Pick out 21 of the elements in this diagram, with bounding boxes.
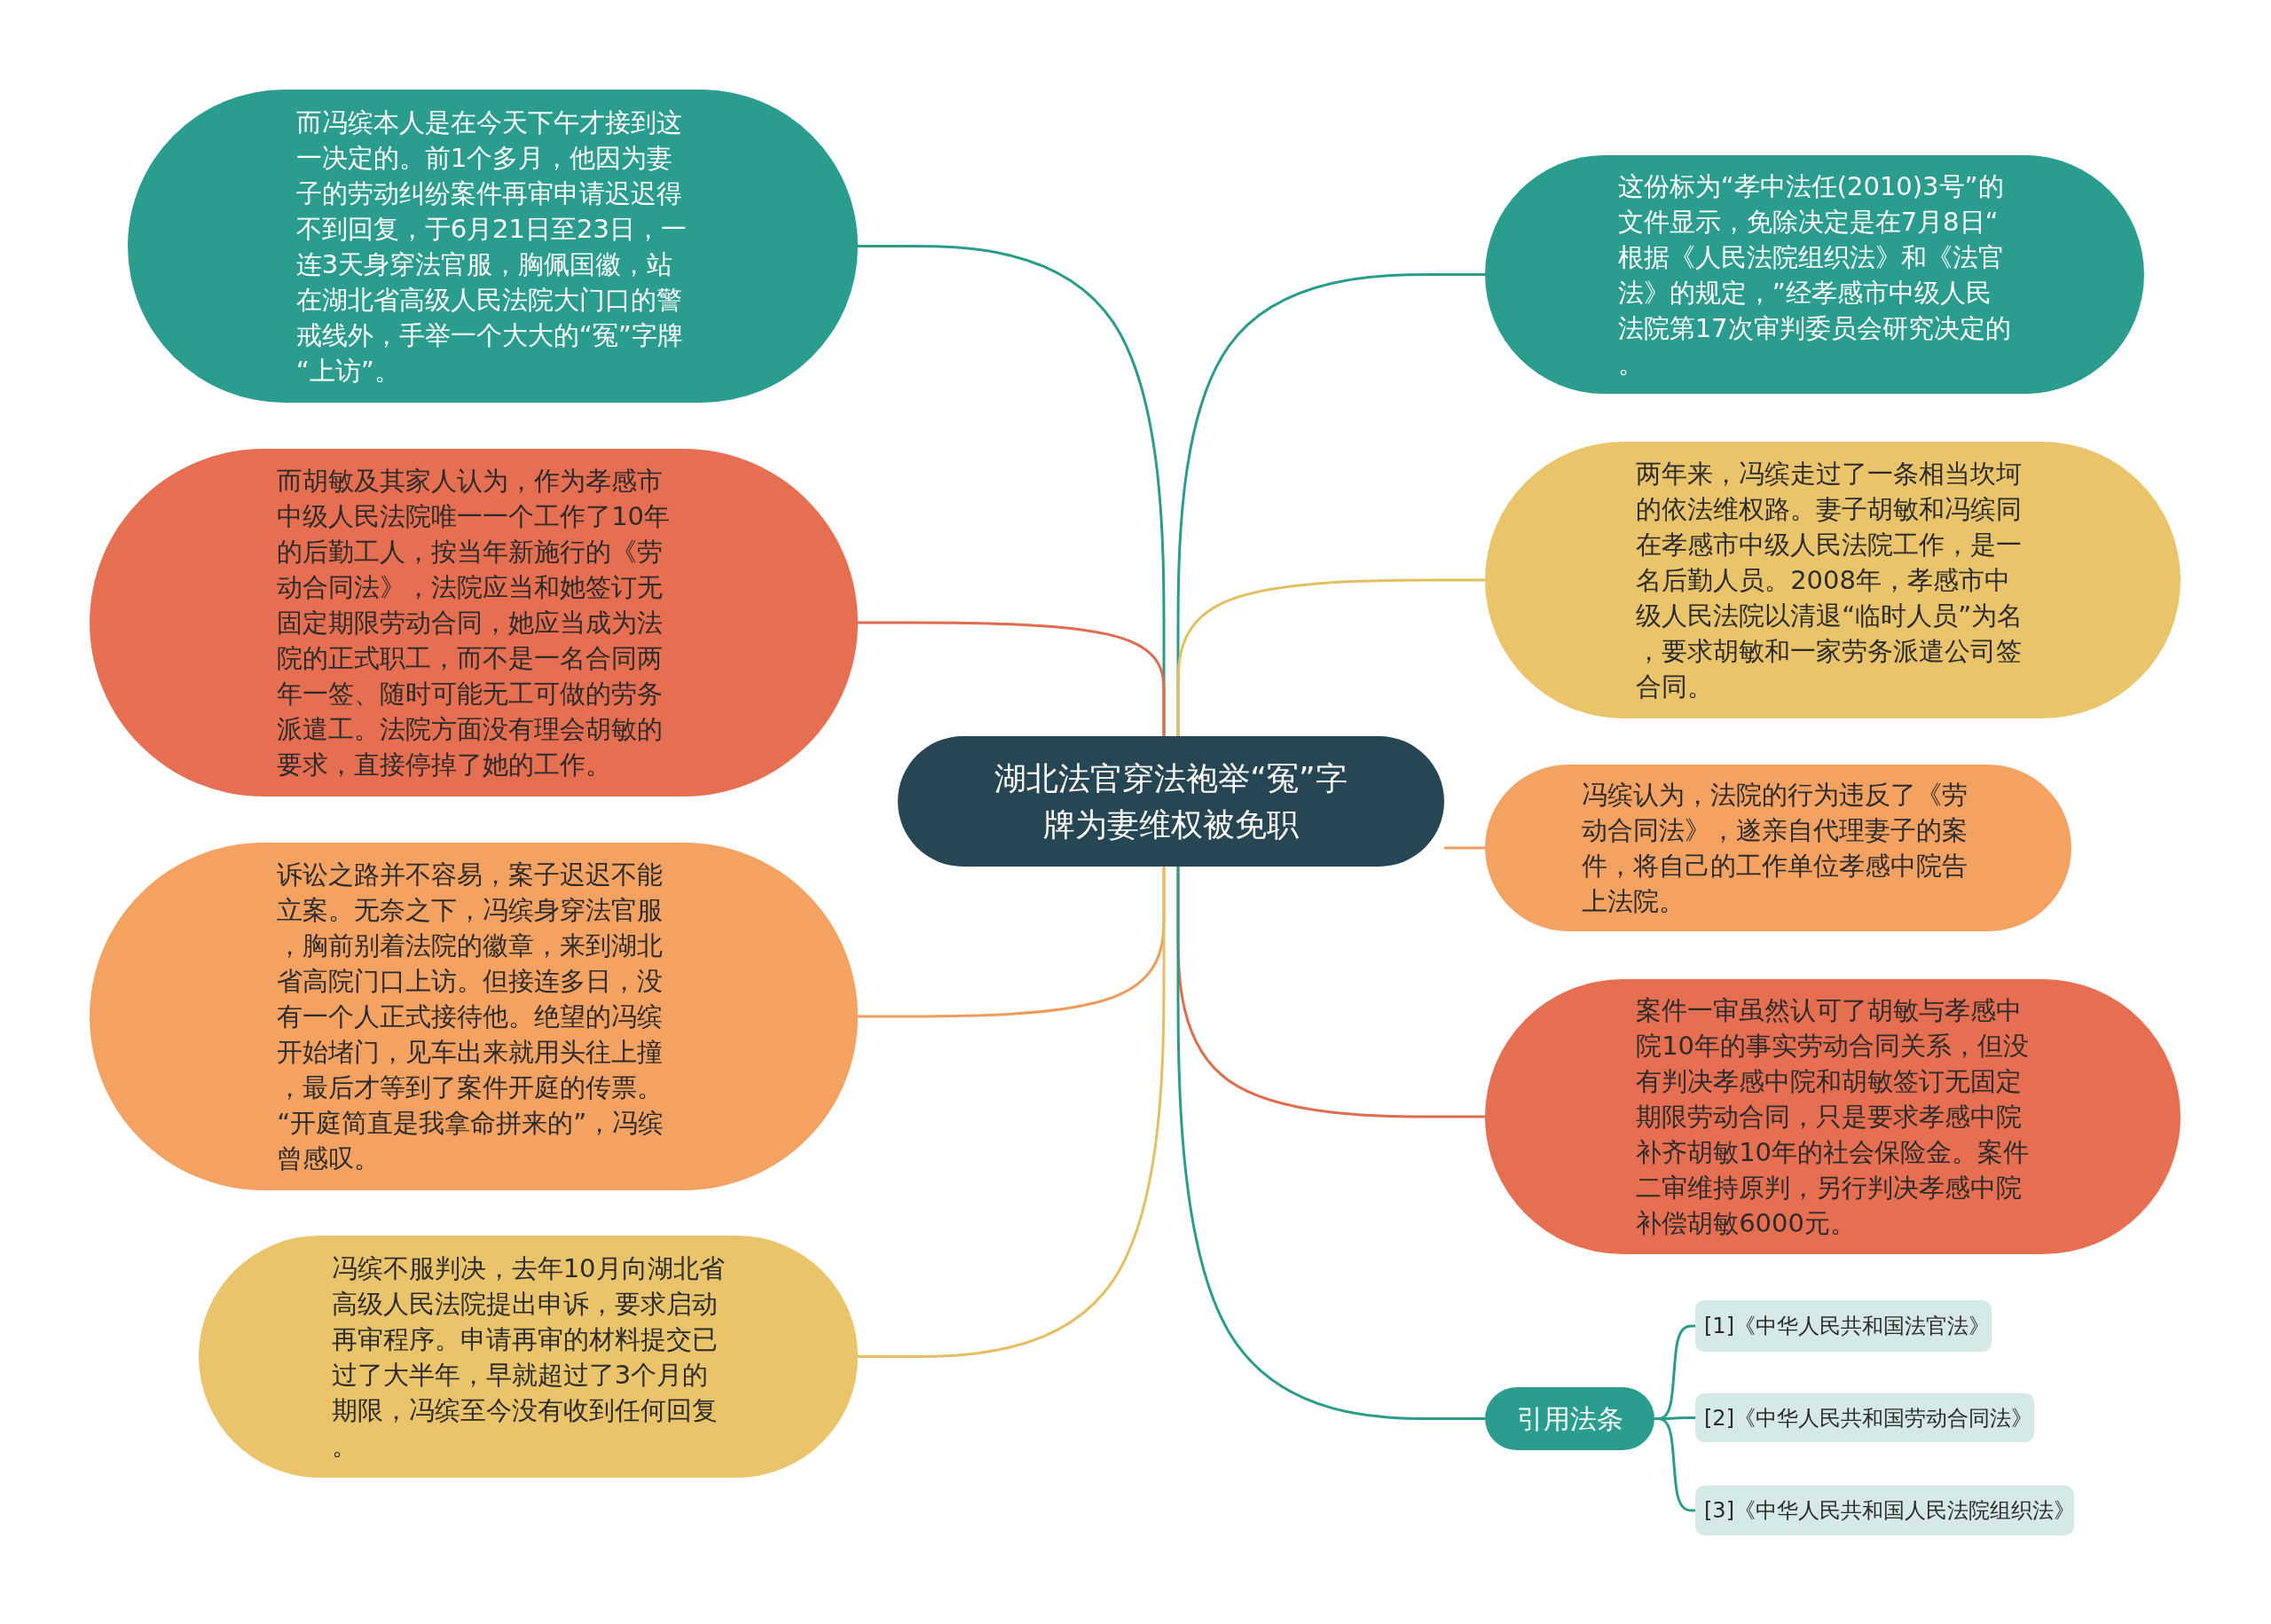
title-text: 湖北法官穿法袍举“冤”字牌为妻维权被免职 (994, 758, 1348, 844)
connector-line (1176, 578, 1485, 736)
topic-text: 案件一审虽然认可了胡敏与孝感中院10年的事实劳动合同关系，但没有判决孝感中院和胡敏签订无固定期限劳动合同，只是要求孝感中院补齐胡敏10年的社会保险金。案件二审维持原判，另行判决孝感中院补偿胡敏6000元。 (1636, 994, 2030, 1240)
reference-tag (1695, 1486, 2074, 1535)
topic-text: 而冯缤本人是在今天下午才接到这一决定的。前1个多月，他因为妻子的劳动纠纷案件再审申请迟迟得不到回复，于6月21日至23日，一连3天身穿法官服，胸佩国徽，站在湖北省高级人民法院大门口的警戒线外，手举一个大大的“冤”字牌“上访”。 (295, 106, 688, 388)
reference-tag (1695, 1393, 2034, 1442)
reference-text: [2]《中华人民共和国劳动合同法》 (1704, 1404, 2032, 1432)
connector-line (858, 867, 1166, 1358)
connector-line (858, 621, 1166, 736)
reference-text: [3]《中华人民共和国人民法院组织法》 (1704, 1497, 2075, 1525)
topic-text: 冯缤不服判决，去年10月向湖北省高级人民法院提出申诉，要求启动再审程序。申请再审的材料提交已过了大半年，早就超过了3个月的期限，冯缤至今没有收到任何回复。 (331, 1251, 726, 1463)
reference-text: [1]《中华人民共和国法官法》 (1704, 1313, 1990, 1340)
reference-tag (1695, 1300, 1992, 1352)
topic-text: 这份标为“孝中法任(2010)3号”的文件显示，免除决定是在7月8日“根据《人民法院组织法》和《法官法》的规定，”经孝感市中级人民法院第17次审判委员会研究决定的。 (1617, 169, 2012, 381)
topic-text: 两年来，冯缤走过了一条相当坎坷的依法维权路。妻子胡敏和冯缤同在孝感市中级人民法院工作，是一名后勤人员。2008年，孝感市中级人民法院以清退“临时人员”为名，要求胡敏和一家劳务派遣公司签合同。 (1636, 458, 2024, 703)
topic-text: 引用法条 (1516, 1401, 1623, 1436)
topic-text: 诉讼之路并不容易，案子迟迟不能立案。无奈之下，冯缤身穿法官服，胸前别着法院的徽章，来到湖北省高院门口上访。但接连多日，没有一个人正式接待他。绝望的冯缤开始堵门，见车出来就用头往上撞，最后才等到了案件开庭的传票。“开庭简直是我拿命拼来的”，冯缤曾感叹。 (277, 859, 665, 1175)
connector-line (1444, 846, 1485, 850)
topic-text: 而胡敏及其家人认为，作为孝感市中级人民法院唯一一个工作了10年的后勤工人，按当年新施行的《劳动合同法》，法院应当和她签订无固定期限劳动合同，她应当成为法院的正式职工，而不是一名合同两年一签、随时可能无工可做的劳务派遣工。法院方面没有理会胡敏的要求，直接停掉了她的工作。 (277, 465, 671, 781)
topic-text: 冯缤认为，法院的行为违反了《劳动合同法》，遂亲自代理妻子的案件，将自己的工作单位孝感中院告上法院。 (1581, 779, 1968, 918)
connector-line (1176, 867, 1485, 1420)
